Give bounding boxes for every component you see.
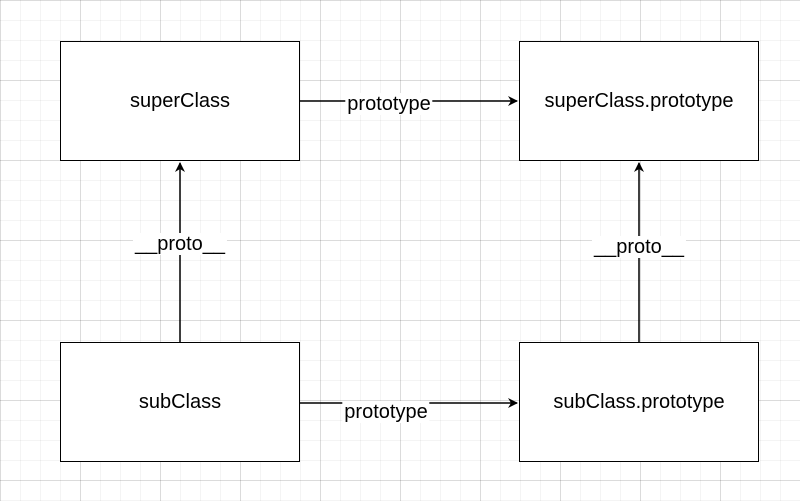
node-super-class-prototype[interactable]: superClass.prototype [519,41,759,161]
edge-label-super-prototype: prototype [345,93,433,115]
node-super-class-label: superClass [129,89,231,112]
edge-label-sub-prototype-proto-link: __proto__ [591,236,687,258]
node-sub-class[interactable]: subClass [60,342,300,462]
node-sub-class-label: subClass [138,390,222,413]
edge-label-sub-proto-link: __proto__ [132,233,228,255]
node-sub-class-prototype-label: subClass.prototype [553,390,725,413]
node-super-class[interactable]: superClass [60,41,300,161]
node-super-class-prototype-label: superClass.prototype [544,89,734,112]
edge-label-sub-prototype: prototype [342,401,430,423]
node-sub-class-prototype[interactable]: subClass.prototype [519,342,759,462]
